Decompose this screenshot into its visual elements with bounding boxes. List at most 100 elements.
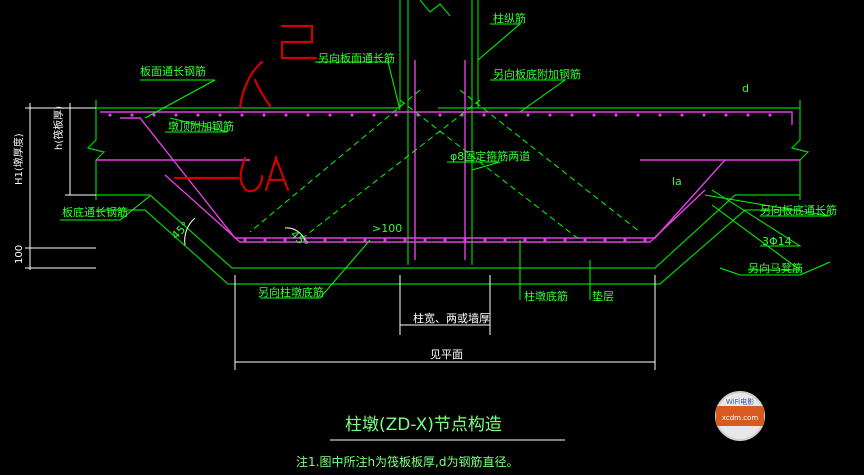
logo-watermark: WiFi电影 xcdm.com: [715, 391, 765, 441]
dashed-diag-left2: [299, 99, 481, 241]
pier-bottom-rebar: [164, 174, 706, 243]
label-d: d: [742, 82, 749, 95]
break-right: [790, 100, 810, 200]
wavy-right: [719, 261, 831, 276]
rebar-dot: [482, 113, 486, 117]
rebar-dot: [443, 238, 447, 242]
handwritten-mark-1: [238, 60, 272, 110]
drawing-title: 柱墩(ZD-X)节点构造: [345, 415, 502, 435]
rebar-dot: [423, 238, 427, 242]
rebar-dot: [108, 113, 112, 117]
rebar-dot: [526, 113, 530, 117]
rebar-dot: [658, 113, 662, 117]
leader-bar-count: [711, 189, 802, 247]
leader-other-bot-long: [704, 194, 831, 217]
label-other-dir-pier-bot: 另向柱墩底筋: [258, 285, 324, 299]
leader-top-long: [140, 79, 216, 119]
rebar-dot: [643, 238, 647, 242]
rebar-dot: [243, 238, 247, 242]
rebar-dot: [563, 238, 567, 242]
handwritten-letters: A: [246, 68, 247, 71]
label-dim-h: h(筏板厚): [52, 106, 65, 150]
rebar-dot: [152, 113, 156, 117]
label-top-long-bar: 板面通长钢筋: [140, 64, 206, 78]
rebar-dot: [724, 113, 728, 117]
label-pier-add-bar: 墩顶附加钢筋: [168, 119, 234, 133]
rebar-dot: [372, 113, 376, 117]
rebar-dot: [328, 113, 332, 117]
top-long-rebar: [100, 111, 793, 125]
rebar-dot: [503, 238, 507, 242]
rebar-dot: [583, 238, 587, 242]
label-col-longitudinal: 柱纵筋: [493, 11, 526, 25]
rebar-dot: [523, 238, 527, 242]
handwritten-mark-2: [280, 24, 318, 60]
leader-other-top: [315, 61, 401, 111]
label-angle-left-outer: 45°: [169, 219, 192, 242]
concrete-outline: [86, 0, 810, 285]
rebar-dot: [394, 113, 398, 117]
leader-lines: [60, 23, 831, 300]
dim-text: h(筏板厚) H1(墩厚度) 100 柱宽、两或墙厚 见平面: [12, 106, 490, 361]
rebar-dot: [263, 238, 267, 242]
logo-text-1: WiFi电影: [726, 397, 754, 406]
rebar-dot: [603, 238, 607, 242]
rebar-dot: [350, 113, 354, 117]
rebar-dot: [130, 113, 134, 117]
label-other-dir-top: 另向板面通长筋: [318, 51, 395, 65]
label-other-dir-bot-add: 另向板底附加钢筋: [493, 67, 581, 81]
text-labels: 板面通长钢筋 另向板面通长筋 柱纵筋 另向板底附加钢筋 墩顶附加钢筋 φ8固定箍…: [62, 11, 837, 303]
dashed-diag-right: [459, 89, 641, 233]
label-dim-100: 100: [14, 245, 25, 264]
rebar-dot: [746, 113, 750, 117]
handwritten-mark-4: [264, 154, 290, 192]
label-angle-left-inner: 45°: [288, 228, 311, 251]
rebar-dot: [463, 238, 467, 242]
handwritten-mark-3: [173, 156, 264, 193]
rebar-dot: [240, 113, 244, 117]
label-bot-long-bar: 板底通长钢筋: [62, 205, 128, 219]
rebar-dot: [702, 113, 706, 117]
break-left: [86, 100, 106, 200]
label-gt100: >100: [372, 222, 402, 235]
leader-fixed: [447, 161, 501, 171]
rebar-dot: [548, 113, 552, 117]
rebar-dot: [483, 238, 487, 242]
rebar-dot: [283, 238, 287, 242]
rebar-dot: [592, 113, 596, 117]
rebar-dot: [306, 113, 310, 117]
dashed-diag-left: [249, 89, 421, 233]
label-other-dir-beam: 另向马凳筋: [748, 261, 803, 275]
rebar-dots: [108, 113, 772, 242]
logo-text-2: xcdm.com: [722, 414, 758, 422]
label-la: la: [672, 175, 682, 188]
rebar-dot: [174, 113, 178, 117]
label-fixed-stirrup: φ8固定箍筋两道: [450, 149, 530, 163]
title-block: 柱墩(ZD-X)节点构造 注1.图中所注h为筏板板厚,d为钢筋直径。: [296, 415, 519, 469]
rebar-dot: [284, 113, 288, 117]
break-top: [419, 0, 451, 17]
label-dim-total: 见平面: [430, 348, 463, 361]
rebar-dot: [218, 113, 222, 117]
leader-other-bot-add: [490, 79, 567, 113]
rebar-group: [96, 60, 800, 260]
angle-arc-left: [184, 217, 196, 246]
rebar-dot: [438, 113, 442, 117]
label-bar-count: 3Φ14: [762, 235, 792, 248]
dashed-diag-right2: [399, 99, 581, 241]
handwriting: [173, 24, 318, 193]
label-col-width: 柱宽、两或墙厚: [413, 311, 490, 325]
rebar-dot: [383, 238, 387, 242]
rebar-dot: [614, 113, 618, 117]
rebar-dot: [680, 113, 684, 117]
leader-other-beam: [711, 204, 802, 271]
rebar-dot: [343, 238, 347, 242]
rebar-dot: [504, 113, 508, 117]
dimension-lines: [25, 103, 656, 441]
rebar-dot: [323, 238, 327, 242]
rebar-dot: [403, 238, 407, 242]
slab-outline-left: [96, 194, 800, 269]
leader-bot-long: [60, 195, 151, 221]
cushion-outline: [96, 209, 800, 285]
